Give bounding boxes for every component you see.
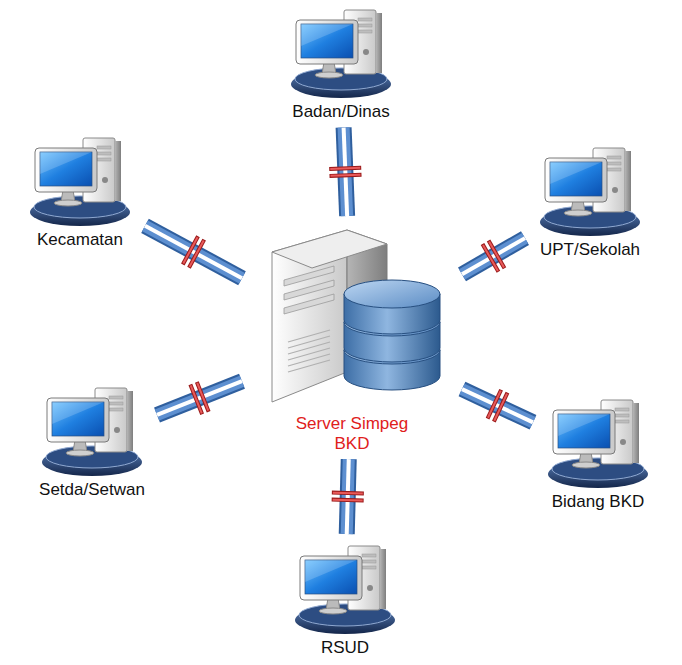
client-node: Setda/Setwan [33, 382, 151, 500]
computer-icon [535, 142, 645, 238]
server-icon [252, 222, 452, 412]
client-node: RSUD [286, 540, 404, 658]
computer-icon [37, 382, 147, 478]
node-label: Kecamatan [37, 230, 123, 250]
client-node: Badan/Dinas [282, 4, 400, 122]
network-link [329, 128, 361, 216]
node-label: Server Simpeg BKD [287, 414, 417, 453]
computer-icon [286, 4, 396, 100]
node-label: Badan/Dinas [292, 102, 389, 122]
network-link [145, 226, 242, 278]
node-label: UPT/Sekolah [540, 240, 640, 260]
network-link [462, 389, 533, 422]
node-label: RSUD [321, 638, 369, 658]
client-node: Bidang BKD [539, 394, 657, 512]
computer-icon [543, 394, 653, 490]
network-link [462, 238, 525, 274]
computer-icon [290, 540, 400, 636]
node-label: Bidang BKD [552, 492, 645, 512]
node-label: Setda/Setwan [39, 480, 145, 500]
computer-icon [25, 132, 135, 228]
server-node: Server Simpeg BKD [248, 222, 456, 453]
network-link [332, 459, 364, 534]
client-node: UPT/Sekolah [531, 142, 649, 260]
network-link [157, 381, 242, 415]
client-node: Kecamatan [21, 132, 139, 250]
